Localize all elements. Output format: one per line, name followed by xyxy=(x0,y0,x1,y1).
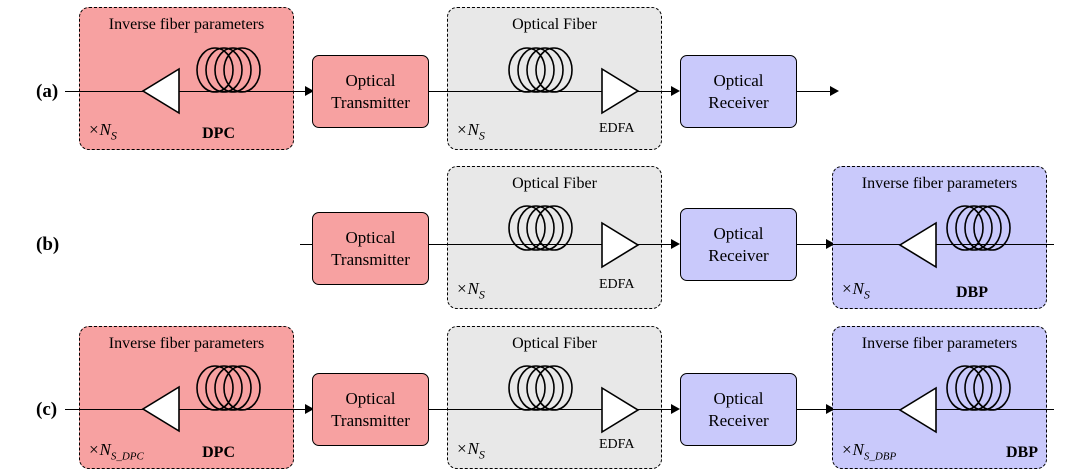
optical-receiver: Optical Receiver xyxy=(680,55,797,128)
edfa-label: EDFA xyxy=(599,437,635,452)
fiber-coil-icon xyxy=(508,205,573,251)
fiber-span-block: Optical Fiber ×NS xyxy=(447,326,662,469)
signal-line xyxy=(65,91,311,92)
fiber-span-block: Optical Fiber ×NS xyxy=(447,7,662,150)
signal-line xyxy=(429,244,673,245)
arrowhead xyxy=(830,86,839,96)
fiber-coil-icon xyxy=(508,47,573,93)
fiber-coil-icon xyxy=(508,365,573,411)
inverse-amplifier-icon xyxy=(898,221,937,269)
receiver-label: Optical Receiver xyxy=(708,224,769,265)
inverse-amplifier-icon xyxy=(898,386,937,434)
edfa-amplifier-icon xyxy=(601,221,640,269)
dpc-multiplier: ×NS xyxy=(88,119,117,142)
inverse-amplifier-icon xyxy=(141,385,180,433)
dpc-tag: DPC xyxy=(202,444,235,461)
dpc-title: Inverse fiber parameters xyxy=(108,335,265,352)
dpc-title: Inverse fiber parameters xyxy=(108,16,265,33)
edfa-amplifier-icon xyxy=(601,67,640,115)
arrowhead xyxy=(671,404,680,414)
dpc-multiplier: ×NS_DPC xyxy=(88,439,144,462)
dbp-title: Inverse fiber parameters xyxy=(861,335,1018,352)
arrowhead xyxy=(826,239,835,249)
dbp-tag: DBP xyxy=(1006,444,1038,461)
row-label: (b) xyxy=(36,234,60,255)
optical-transmitter: Optical Transmitter xyxy=(312,212,429,285)
optical-transmitter: Optical Transmitter xyxy=(312,373,429,446)
signal-line xyxy=(300,244,312,245)
fiber-coil-icon xyxy=(946,205,1011,251)
edfa-label: EDFA xyxy=(599,277,635,292)
arrowhead xyxy=(826,404,835,414)
dbp-block: Inverse fiber parameters ×NS DBP xyxy=(832,166,1047,309)
transmitter-label: Optical Transmitter xyxy=(331,71,410,112)
dbp-title: Inverse fiber parameters xyxy=(861,175,1018,192)
fiber-title: Optical Fiber xyxy=(512,335,597,352)
dpc-tag: DPC xyxy=(202,125,235,142)
transmitter-label: Optical Transmitter xyxy=(331,228,410,269)
signal-line xyxy=(832,409,1054,410)
signal-line xyxy=(797,409,828,410)
edfa-amplifier-icon xyxy=(601,386,640,434)
arrowhead xyxy=(671,86,680,96)
fiber-coil-icon xyxy=(946,365,1011,411)
arrowhead xyxy=(305,404,314,414)
row-c: (c) Inverse fiber parameters ×NS_DPC DPC… xyxy=(0,312,1073,469)
receiver-label: Optical Receiver xyxy=(708,71,769,112)
fiber-coil-icon xyxy=(196,47,261,93)
arrowhead xyxy=(671,239,680,249)
optical-transmitter: Optical Transmitter xyxy=(312,55,429,128)
fiber-multiplier: ×NS xyxy=(456,438,485,461)
arrowhead xyxy=(305,86,314,96)
row-a: (a) Inverse fiber parameters ×NS DPC Opt… xyxy=(0,0,1073,152)
receiver-label: Optical Receiver xyxy=(708,389,769,430)
optical-receiver: Optical Receiver xyxy=(680,208,797,281)
dbp-multiplier: ×NS xyxy=(841,278,870,301)
dbp-tag: DBP xyxy=(956,284,988,301)
fiber-title: Optical Fiber xyxy=(512,16,597,33)
signal-line xyxy=(797,244,828,245)
dbp-block: Inverse fiber parameters ×NS_DBP DBP xyxy=(832,326,1047,469)
fiber-title: Optical Fiber xyxy=(512,175,597,192)
fiber-multiplier: ×NS xyxy=(456,278,485,301)
edfa-label: EDFA xyxy=(599,121,635,136)
signal-line xyxy=(65,409,311,410)
row-label: (a) xyxy=(36,81,59,102)
dbp-multiplier: ×NS_DBP xyxy=(841,439,897,462)
row-b: (b) Optical Transmitter Optical Fiber ×N… xyxy=(0,157,1073,309)
signal-line xyxy=(832,244,1054,245)
fiber-coil-icon xyxy=(196,365,261,411)
inverse-amplifier-icon xyxy=(141,67,180,115)
row-label: (c) xyxy=(36,399,58,420)
optical-receiver: Optical Receiver xyxy=(680,373,797,446)
output-line xyxy=(797,91,831,92)
transmitter-label: Optical Transmitter xyxy=(331,389,410,430)
fiber-multiplier: ×NS xyxy=(456,119,485,142)
